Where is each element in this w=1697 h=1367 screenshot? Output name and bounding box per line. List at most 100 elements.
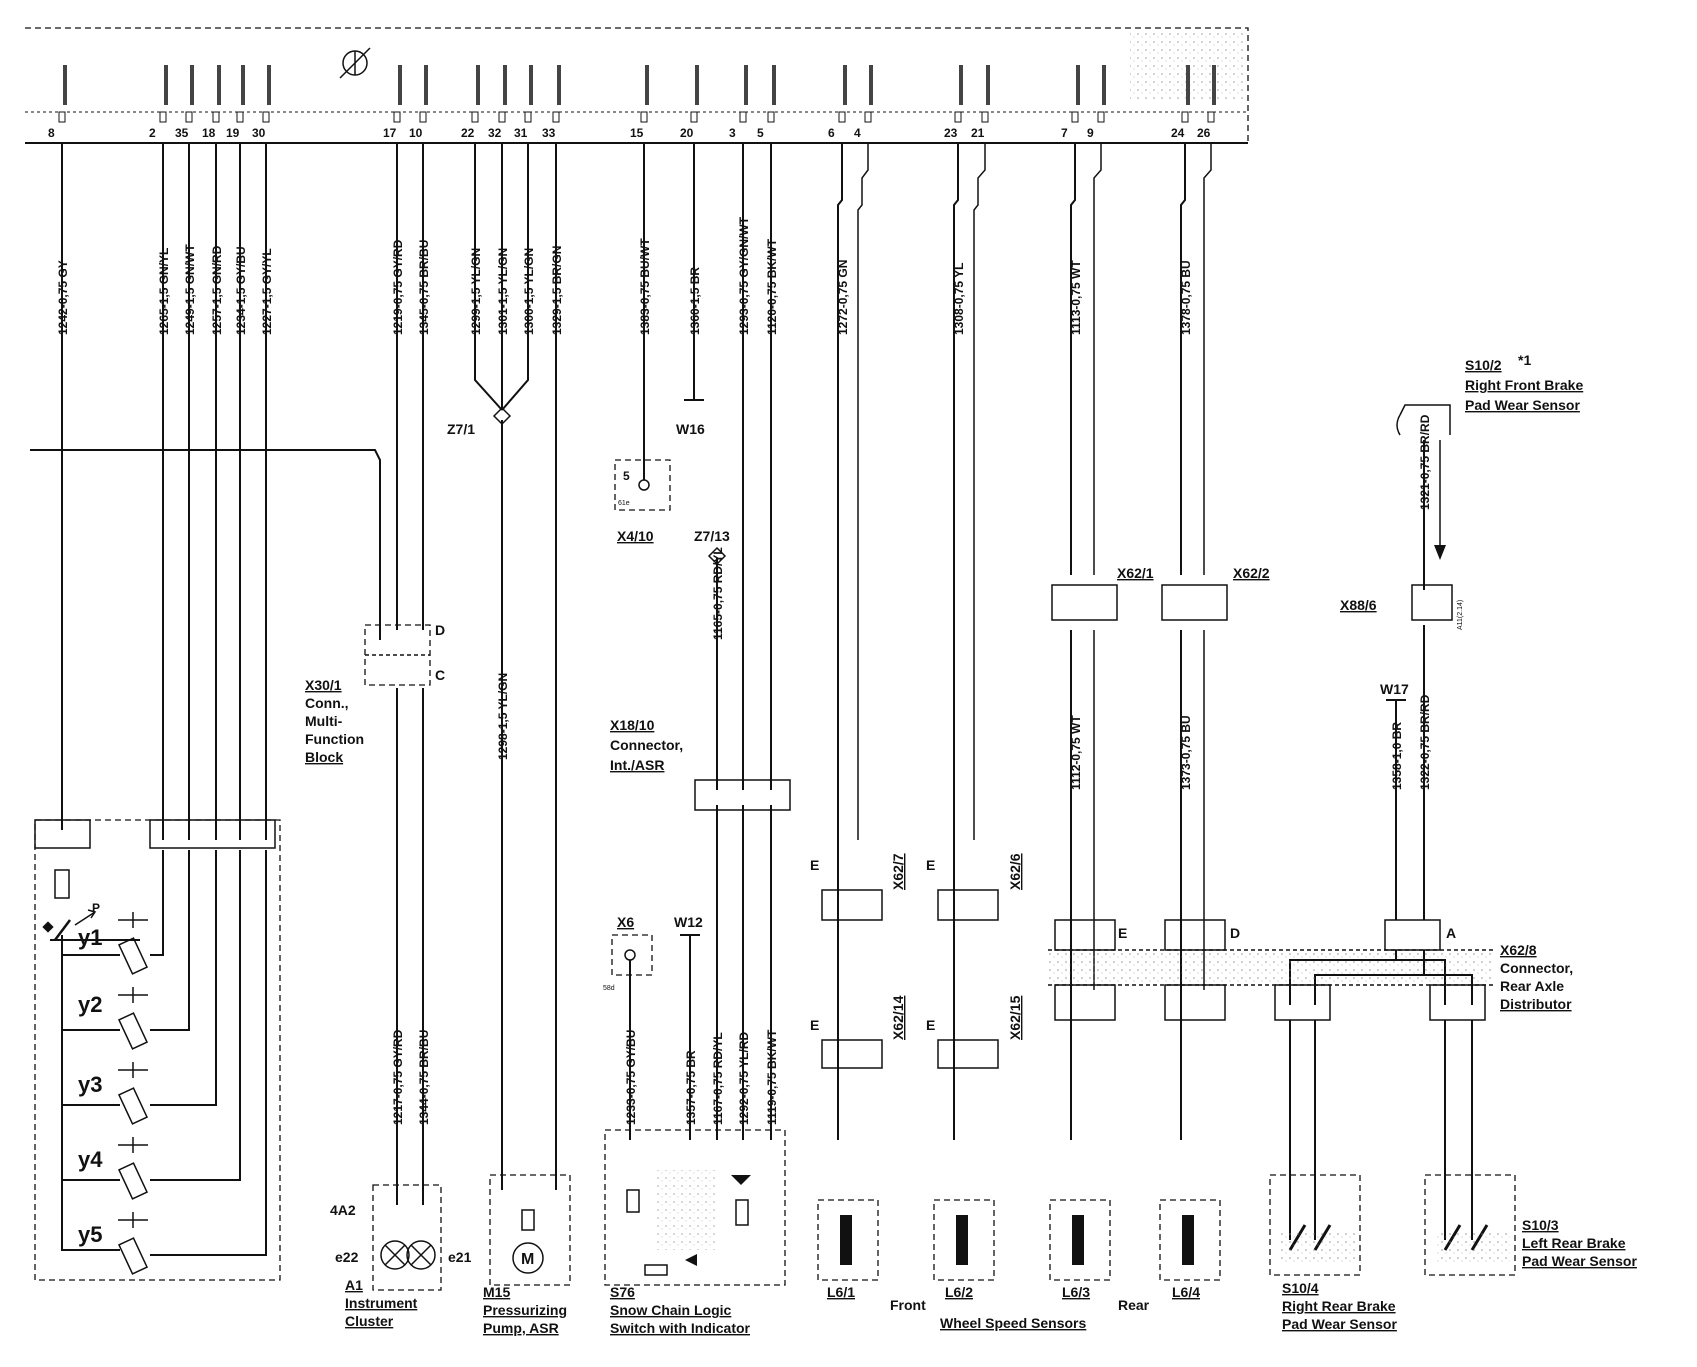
wire-label: 1227-1,5 GY/YL — [260, 248, 274, 335]
label-z7-1: Z7/1 — [447, 421, 475, 437]
label-a11: A11(2.14) — [1457, 600, 1464, 630]
label-s76: S76 — [610, 1284, 635, 1300]
wire-label: 1360-1,5 BR — [688, 267, 702, 335]
top-pin-number: 9 — [1087, 126, 1094, 140]
pin-designation-mark — [217, 65, 221, 105]
wire-label: 1293-0,75 GY/GN/WT — [737, 216, 751, 335]
top-pin — [236, 111, 244, 123]
top-pin — [1181, 111, 1189, 123]
label-x18-10: X18/10 — [610, 717, 655, 733]
wire-label: 1217-0,75 GY/RD — [391, 1029, 405, 1125]
label-l6-4: L6/4 — [1172, 1284, 1200, 1300]
top-pin — [767, 111, 775, 123]
label-a1-n1: Instrument — [345, 1295, 418, 1311]
label-e-2: E — [926, 857, 935, 873]
pin-designation-mark — [869, 65, 873, 105]
pin-designation-mark — [241, 65, 245, 105]
label-x4-pin: 5 — [623, 469, 630, 483]
label-x62-8-dist: Distributor — [1500, 996, 1572, 1012]
label-s10-4-n2: Pad Wear Sensor — [1282, 1316, 1397, 1332]
wire-label: 1298-1,5 YL/GN — [496, 673, 510, 760]
label-a1: A1 — [345, 1277, 363, 1293]
pin-designation-mark — [164, 65, 168, 105]
label-c: C — [435, 667, 445, 683]
wire-label: 1357-0,75 BR — [684, 1050, 698, 1125]
label-4a2: 4A2 — [330, 1202, 356, 1218]
label-x30-multi: Multi- — [305, 713, 343, 729]
top-pin — [393, 111, 401, 123]
label-s10-2: S10/2 — [1465, 357, 1502, 373]
label-e-5: E — [1118, 925, 1127, 941]
label-w17: W17 — [1380, 681, 1409, 697]
wire-label: 1383-0,75 BU/WT — [638, 238, 652, 335]
label-x62-6: X62/6 — [1007, 853, 1023, 890]
pin-designation-mark — [1076, 65, 1080, 105]
top-pin — [640, 111, 648, 123]
label-x18-int: Int./ASR — [610, 757, 664, 773]
sensor-coils — [840, 1215, 1194, 1265]
label-x30-block: Block — [305, 749, 343, 765]
top-pin-number: 23 — [944, 126, 958, 140]
label-e-1: E — [810, 857, 819, 873]
label-x30-1: X30/1 — [305, 677, 342, 693]
label-z7-13: Z7/13 — [694, 528, 730, 544]
label-x62-8: X62/8 — [1500, 942, 1537, 958]
label-e-3: E — [810, 1017, 819, 1033]
top-pin — [498, 111, 506, 123]
pin-designation-mark — [557, 65, 561, 105]
label-x62-15: X62/15 — [1007, 995, 1023, 1040]
wire-label: 1292-0,75 YL/RD — [737, 1032, 751, 1125]
label-a: A — [1446, 925, 1456, 941]
label-s76-n1: Snow Chain Logic — [610, 1302, 732, 1318]
pin-designation-mark — [695, 65, 699, 105]
label-d-2: D — [1230, 925, 1240, 941]
pin-designation-mark — [986, 65, 990, 105]
top-pin-number: 21 — [971, 126, 985, 140]
label-x30-conn: Conn., — [305, 695, 349, 711]
label-x62-2: X62/2 — [1233, 565, 1270, 581]
top-pin — [471, 111, 479, 123]
wire-label: 1345-0,75 BR/BU — [417, 240, 431, 335]
top-pin-number: 3 — [729, 126, 736, 140]
wire-label: 1249-1,5 GN/WT — [183, 244, 197, 335]
wire-label: 1358-1,0 BR — [1390, 722, 1404, 790]
wire-label: 1300-1,5 YL/GN — [522, 248, 536, 335]
label-y1: y1 — [78, 925, 102, 950]
label-e-4: E — [926, 1017, 935, 1033]
pin-designation-mark — [1102, 65, 1106, 105]
wire-label: 1112-0,75 WT — [1069, 715, 1083, 790]
top-pin-number: 6 — [828, 126, 835, 140]
top-pin-number: 24 — [1171, 126, 1185, 140]
label-x6-sub: 58d — [603, 985, 615, 992]
circuit-symbol-icon — [339, 47, 371, 79]
wire-label: 1301-1,5 YL/GN — [496, 248, 510, 335]
top-pin-number: 15 — [630, 126, 644, 140]
label-y5: y5 — [78, 1222, 102, 1247]
top-pin-number: 20 — [680, 126, 694, 140]
top-pin — [739, 111, 747, 123]
label-x62-1: X62/1 — [1117, 565, 1154, 581]
top-pin-number: 26 — [1197, 126, 1211, 140]
top-pin — [981, 111, 989, 123]
pin-designation-mark — [424, 65, 428, 105]
wire-label: 1167-0,75 RD/YL — [711, 1032, 725, 1125]
pin-designation-mark — [645, 65, 649, 105]
wire-label: 1234-1,5 GY/BU — [234, 246, 248, 335]
top-pin-number: 32 — [488, 126, 502, 140]
wire-label: 1373-0,75 BU — [1179, 715, 1193, 790]
pin-designation-mark — [476, 65, 480, 105]
wire-label: 1329-1,5 BR/GN — [550, 246, 564, 335]
wire-label: 1378-0,75 BU — [1179, 260, 1193, 335]
label-x62-14: X62/14 — [890, 995, 906, 1040]
label-d: D — [435, 622, 445, 638]
top-pin — [954, 111, 962, 123]
label-l6-2: L6/2 — [945, 1284, 973, 1300]
top-pin-number: 19 — [226, 126, 240, 140]
top-pin — [58, 111, 66, 123]
wire-label: 1119-0,75 BK/WT — [765, 1029, 779, 1125]
label-x62-7: X62/7 — [890, 853, 906, 890]
top-pin-number: 17 — [383, 126, 397, 140]
label-x4-sub: 61e — [618, 500, 630, 507]
rear-axle-distributor-band — [1048, 949, 1493, 986]
